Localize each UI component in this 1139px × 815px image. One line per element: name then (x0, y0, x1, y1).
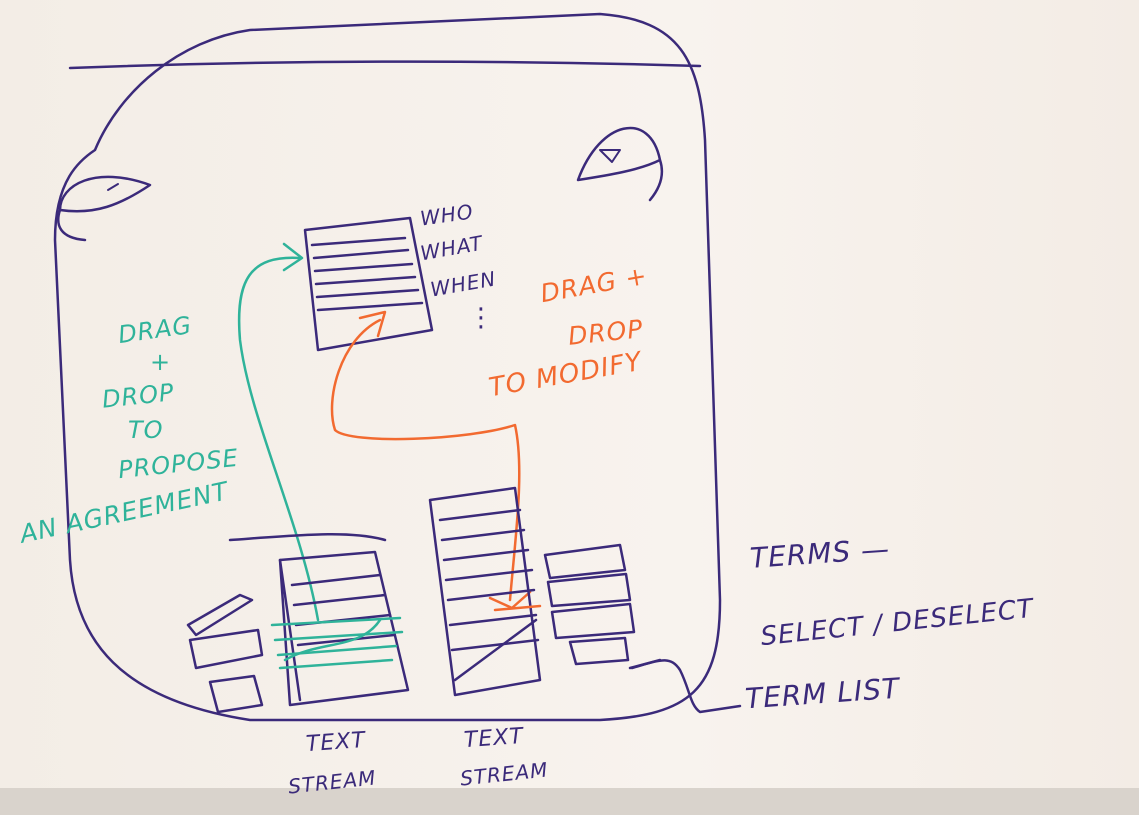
drag-propose-label-4: TO (128, 418, 164, 442)
right-eye-pupil (600, 150, 620, 162)
orange-drag-arrow (332, 320, 519, 600)
drag-propose-label-3: DROP (101, 380, 176, 411)
right-eye-shape (578, 128, 662, 200)
left-eye-shape (58, 177, 150, 240)
term-list-bracket (630, 660, 660, 668)
left-eye-pupil (108, 184, 118, 190)
term-list-pointer (632, 660, 740, 712)
green-drag-arrow (239, 258, 318, 620)
drag-modify-label-2: DROP (567, 316, 645, 349)
text-stream-left-label-1: TEXT (305, 730, 366, 756)
drag-propose-label-2: + (150, 350, 171, 374)
right-text-stream-panels (430, 488, 634, 695)
document-lines (312, 238, 422, 310)
right-stream-orange-highlight (495, 606, 540, 610)
text-stream-right-label-1: TEXT (463, 726, 524, 752)
document-label-ellipsis: ⋮ (468, 305, 495, 331)
